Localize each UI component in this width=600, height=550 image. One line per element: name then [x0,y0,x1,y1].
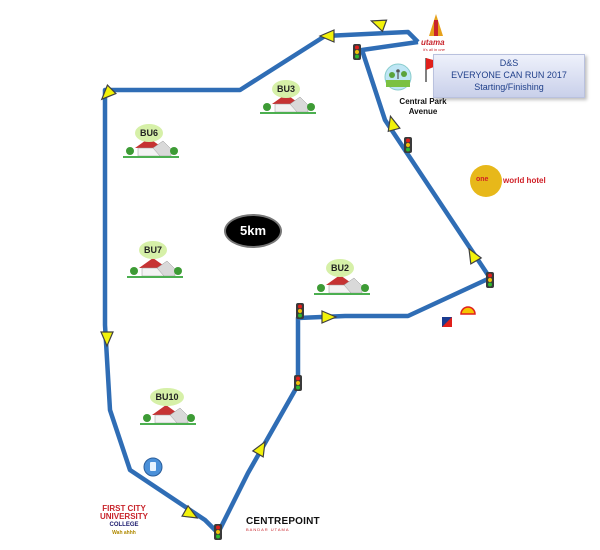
one-world-hotel-logo-icon [470,165,502,197]
traffic-light-icon [353,44,361,60]
house-icon [313,274,371,296]
distance-badge: 5km [224,214,282,248]
runner-park-icon [384,63,412,91]
house-icon [126,257,184,279]
traffic-light-icon [214,524,222,540]
centrepoint-logo: CENTREPOINT BANDAR UTAMA [246,516,320,532]
event-name: EVERYONE CAN RUN 2017 [451,70,567,80]
petronas-logo-icon [442,317,452,327]
zone-label-bu3: BU3 [272,80,300,98]
hotel-name: world hotel [503,176,546,185]
utama-logo-icon [429,14,443,36]
house-icon [139,404,197,426]
zone-label-bu10: BU10 [150,388,184,406]
traffic-light-icon [486,272,494,288]
utama-logo: utama it's all in one [421,38,445,52]
direction-arrow-icon [100,331,114,347]
traffic-light-icon [296,303,304,319]
direction-arrow-icon [368,14,388,32]
event-banner: D&S EVERYONE CAN RUN 2017 Starting/Finis… [433,54,585,98]
central-park-label: Central Park Avenue [399,97,447,116]
zone-label-bu6: BU6 [135,124,163,142]
traffic-light-icon [294,375,302,391]
hotel-prefix: one [476,176,489,183]
zone-label-bu2: BU2 [326,259,354,277]
first-city-university-logo: FIRST CITY UNIVERSITY COLLEGE Wah ahhh [99,504,148,537]
traffic-light-icon [404,137,412,153]
direction-arrow-icon [321,310,337,324]
shell-logo-icon [460,306,476,315]
event-point-label: Starting/Finishing [474,82,544,92]
event-organizer: D&S [499,58,519,68]
zone-label-bu7: BU7 [139,241,167,259]
water-station-icon [143,457,163,477]
